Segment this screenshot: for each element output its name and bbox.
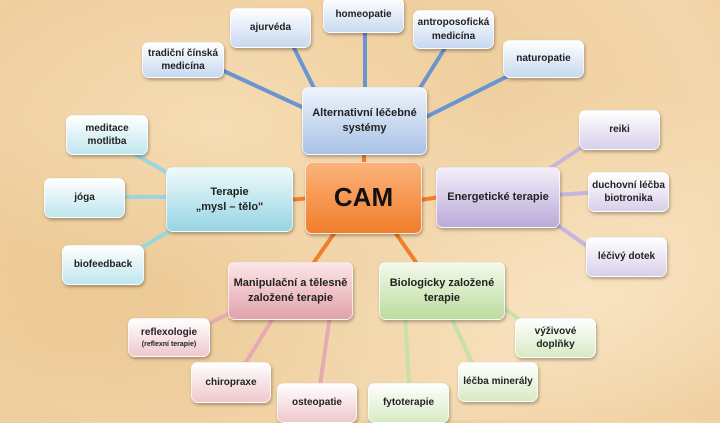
node-naturopathy: naturopatie — [503, 40, 584, 78]
node-traditional-chinese-medicine: tradiční čínská medicína — [142, 42, 224, 78]
node-ayurveda: ajurvéda — [230, 8, 311, 48]
node-dietary-supplements: výživové doplňky — [515, 318, 596, 358]
node-cam-center: CAM — [305, 162, 422, 234]
node-energy-therapies: Energetické terapie — [436, 167, 560, 228]
node-chiropractic: chiropraxe — [191, 362, 271, 403]
reflexology-label: reflexologie — [140, 327, 198, 339]
node-biological-therapies: Biologicky založené terapie — [379, 262, 505, 320]
node-reflexology: reflexologie (reflexní terapie) — [128, 318, 210, 357]
node-meditation-prayer: meditace motlitba — [66, 115, 148, 155]
reflexology-sublabel: (reflexní terapie) — [141, 340, 197, 348]
node-reiki: reiki — [579, 110, 660, 150]
node-phytotherapy: fytoterapie — [368, 383, 449, 423]
node-yoga: jóga — [44, 178, 125, 218]
node-spiritual-healing: duchovní léčba biotronika — [588, 172, 669, 212]
node-biofeedback: biofeedback — [62, 245, 144, 285]
node-healing-touch: léčivý dotek — [586, 237, 667, 277]
node-manipulative-therapies: Manipulační a tělesně založené terapie — [228, 262, 353, 320]
node-mineral-therapy: léčba minerály — [458, 362, 538, 402]
node-alternative-systems: Alternativní léčebné systémy — [302, 87, 427, 155]
node-mind-body-therapies: Terapie „mysl – tělo" — [166, 167, 293, 232]
node-osteopathy: osteopatie — [277, 383, 357, 423]
node-homeopathy: homeopatie — [323, 0, 404, 33]
node-anthroposophic-medicine: antroposofická medicína — [413, 10, 494, 49]
